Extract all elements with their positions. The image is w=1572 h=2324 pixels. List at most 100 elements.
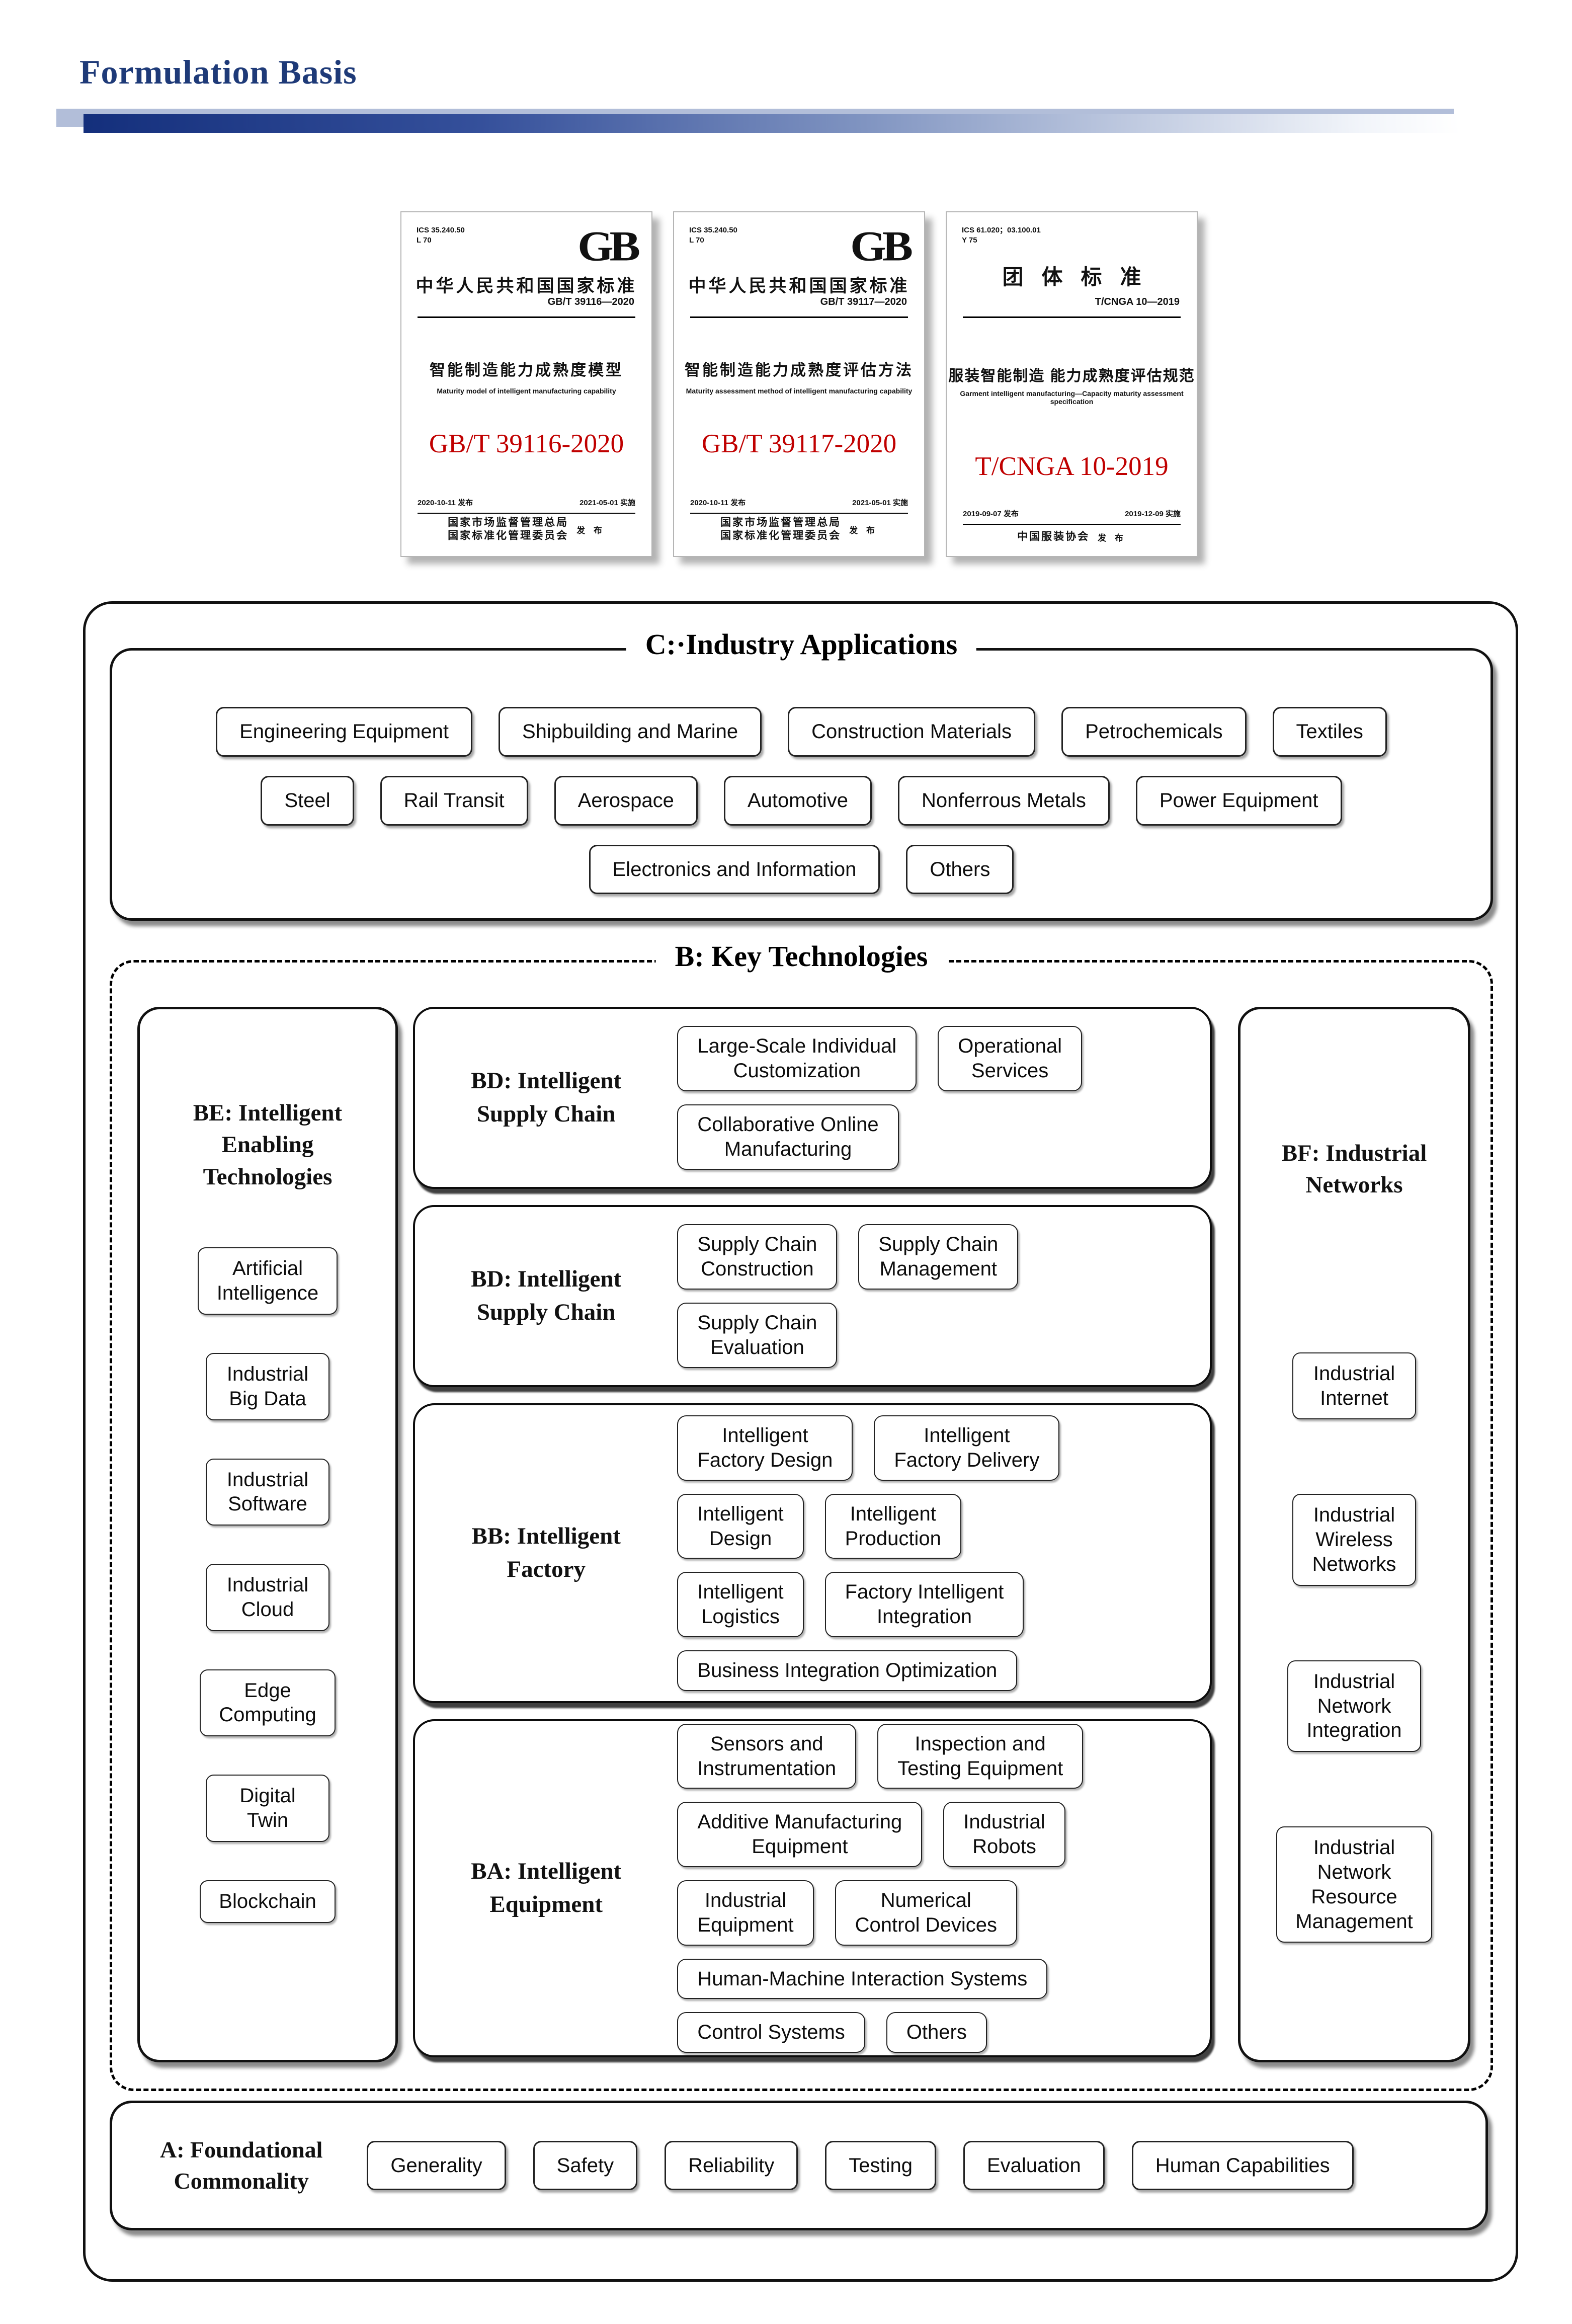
industry-chip: Others xyxy=(906,844,1014,895)
cover-publisher: 国家市场监督管理总局 国家标准化管理委员会 发 布 xyxy=(401,516,651,543)
bd-box-2-label: BD: Intelligent Supply Chain xyxy=(471,1266,622,1325)
cover-ics-code: ICS 35.240.50 L 70 xyxy=(689,226,737,245)
tech-chip: Human-Machine Interaction Systems xyxy=(677,1958,1048,1999)
cover-code-red: GB/T 39116-2020 xyxy=(429,429,624,458)
tech-chip: Supply Chain Evaluation xyxy=(677,1303,838,1368)
section-c-title: C:·Industry Applications xyxy=(626,627,977,661)
cover-rule xyxy=(418,513,635,514)
cover-code-red: T/CNGA 10-2019 xyxy=(975,452,1169,481)
tech-chip: Factory Intelligent Integration xyxy=(824,1572,1024,1637)
tech-chip: Intelligent Factory Delivery xyxy=(874,1415,1060,1481)
commonality-chip: Testing xyxy=(825,2140,936,2191)
tech-chip: Blockchain xyxy=(200,1880,336,1923)
commonality-chip: Safety xyxy=(533,2140,638,2191)
ba-box: BA: Intelligent Equipment Sensors and In… xyxy=(413,1719,1212,2057)
gb-logo: GB xyxy=(850,222,913,270)
cover-header: 中华人民共和国国家标准 xyxy=(416,276,637,296)
publish-word: 发 布 xyxy=(849,525,878,535)
bd-box-1: BD: Intelligent Supply Chain Large-Scale… xyxy=(413,1007,1212,1189)
bf-box: BF: Industrial Networks Industrial Inter… xyxy=(1238,1007,1470,2062)
cover-publisher: 中国服装协会 发 布 xyxy=(947,530,1197,543)
tech-chip: Industrial Cloud xyxy=(206,1564,329,1631)
cover-issue-date: 2020-10-11 发布 xyxy=(418,499,473,507)
cover-title-cn: 智能制造能力成熟度评估方法 xyxy=(685,361,914,379)
industry-chip: Aerospace xyxy=(554,775,698,826)
tech-chip: Numerical Control Devices xyxy=(835,1880,1017,1946)
tech-chip: Industrial Wireless Networks xyxy=(1292,1494,1416,1586)
tech-chip: Supply Chain Management xyxy=(858,1224,1019,1290)
bb-box-label: BB: Intelligent Factory xyxy=(471,1523,621,1582)
industry-chip: Rail Transit xyxy=(380,775,528,826)
industry-chip: Construction Materials xyxy=(788,707,1036,757)
cover-title-en: Garment intelligent manufacturing—Capaci… xyxy=(960,389,1184,406)
tech-chip: Industrial Internet xyxy=(1292,1352,1416,1420)
cover-impl-date: 2021-05-01 实施 xyxy=(852,499,908,507)
publisher-name: 国家市场监督管理总局 国家标准化管理委员会 xyxy=(720,517,842,542)
tech-chip: Industrial Software xyxy=(206,1458,329,1526)
standard-cover-tcnga10: ICS 61.020；03.100.01 Y 75 团体标准 T/CNGA 10… xyxy=(946,211,1198,557)
cover-rule xyxy=(963,316,1181,318)
publisher-name: 中国服装协会 xyxy=(1017,531,1090,542)
tech-chip: Large-Scale Individual Customization xyxy=(677,1026,917,1091)
ba-box-label: BA: Intelligent Equipment xyxy=(471,1858,622,1917)
cover-standard-code: T/CNGA 10—2019 xyxy=(1095,296,1180,307)
gb-logo: GB xyxy=(577,222,640,270)
section-key-technologies: B: Key Technologies BE: Intelligent Enab… xyxy=(110,939,1493,2091)
cover-rule xyxy=(690,316,908,318)
section-industry-applications: C:·Industry Applications Engineering Equ… xyxy=(110,627,1493,921)
tech-chip: Intelligent Logistics xyxy=(677,1572,804,1637)
bf-title: BF: Industrial Networks xyxy=(1281,1140,1427,1198)
industry-chip: Shipbuilding and Marine xyxy=(498,707,762,757)
framework-outer-box: C:·Industry Applications Engineering Equ… xyxy=(83,601,1518,2282)
commonality-chip: Evaluation xyxy=(963,2140,1105,2191)
industry-chip: Textiles xyxy=(1272,707,1387,757)
tech-chip: Others xyxy=(886,2012,987,2053)
tech-chip: Inspection and Testing Equipment xyxy=(877,1723,1084,1789)
cover-impl-date: 2021-05-01 实施 xyxy=(580,499,635,507)
standard-cover-gbt39117: ICS 35.240.50 L 70 GB 中华人民共和国国家标准 GB/T 3… xyxy=(673,211,925,557)
cover-ics-code: ICS 61.020；03.100.01 Y 75 xyxy=(962,226,1041,245)
tech-chip: Supply Chain Construction xyxy=(677,1224,838,1290)
tech-chip: Artificial Intelligence xyxy=(197,1247,338,1315)
section-foundational-commonality: A: Foundational Commonality Generality Sa… xyxy=(110,2101,1488,2230)
industry-chip: Power Equipment xyxy=(1135,775,1342,826)
tech-chip: Industrial Network Integration xyxy=(1287,1660,1421,1752)
cover-header: 中华人民共和国国家标准 xyxy=(688,276,910,296)
tech-chip: Digital Twin xyxy=(206,1775,329,1842)
tech-chip: Edge Computing xyxy=(200,1669,336,1737)
industry-chip: Electronics and Information xyxy=(589,844,880,895)
tech-chip: Intelligent Production xyxy=(824,1493,961,1559)
cover-publisher: 国家市场监督管理总局 国家标准化管理委员会 发 布 xyxy=(674,516,924,543)
be-box: BE: Intelligent Enabling Technologies Ar… xyxy=(137,1007,398,2062)
section-a-label: A: Foundational Commonality xyxy=(160,2136,323,2194)
tech-chip: Business Integration Optimization xyxy=(677,1650,1018,1691)
bd-box-1-label: BD: Intelligent Supply Chain xyxy=(471,1068,622,1127)
page-title: Formulation Basis xyxy=(79,53,357,91)
commonality-chip: Human Capabilities xyxy=(1131,2140,1354,2191)
tech-chip: Sensors and Instrumentation xyxy=(677,1723,857,1789)
cover-rule xyxy=(690,513,908,514)
commonality-chip: Generality xyxy=(367,2140,506,2191)
tech-chip: Industrial Big Data xyxy=(206,1352,329,1420)
cover-issue-date: 2019-09-07 发布 xyxy=(963,510,1019,518)
cover-rule xyxy=(418,316,635,318)
cover-ics-code: ICS 35.240.50 L 70 xyxy=(417,226,465,245)
cover-issue-date: 2020-10-11 发布 xyxy=(690,499,746,507)
commonality-chip: Reliability xyxy=(665,2140,798,2191)
cover-title-cn: 服装智能制造 能力成熟度评估规范 xyxy=(948,368,1195,384)
tech-chip: Industrial Equipment xyxy=(677,1880,814,1946)
cover-title-en: Maturity assessment method of intelligen… xyxy=(686,387,913,395)
cover-impl-date: 2019-12-09 实施 xyxy=(1125,510,1181,518)
cover-rule xyxy=(963,524,1181,525)
tech-chip: Operational Services xyxy=(938,1026,1082,1091)
tech-chip: Intelligent Design xyxy=(677,1493,804,1559)
title-bar-dark xyxy=(84,114,1503,133)
bb-box: BB: Intelligent Factory Intelligent Fact… xyxy=(413,1403,1212,1703)
tech-chip: Control Systems xyxy=(677,2012,865,2053)
tech-chip: Industrial Network Resource Management xyxy=(1276,1826,1432,1943)
cover-standard-code: GB/T 39116—2020 xyxy=(547,296,634,307)
publisher-name: 国家市场监督管理总局 国家标准化管理委员会 xyxy=(448,517,569,542)
section-b-title: B: Key Technologies xyxy=(655,939,947,973)
